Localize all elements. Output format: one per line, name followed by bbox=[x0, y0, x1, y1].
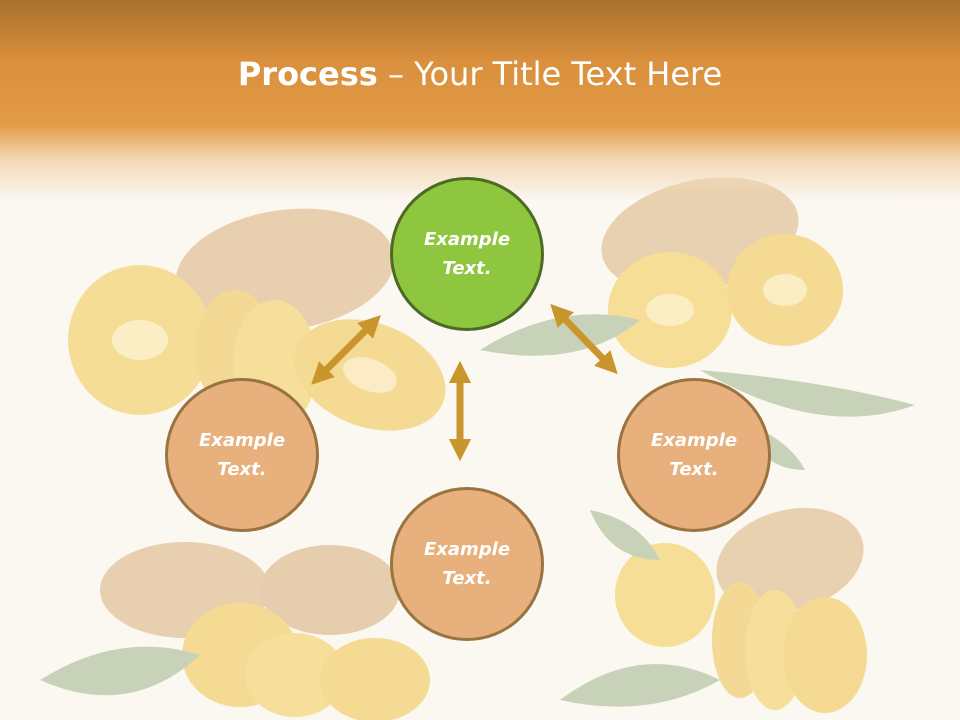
title-banner bbox=[0, 0, 960, 200]
process-node-top: Example Text. bbox=[390, 177, 544, 331]
title-rest: – Your Title Text Here bbox=[377, 55, 723, 93]
process-node-bottom: Example Text. bbox=[390, 487, 544, 641]
node-right-label: Example Text. bbox=[650, 430, 738, 480]
process-node-right: Example Text. bbox=[617, 378, 771, 532]
process-node-left: Example Text. bbox=[165, 378, 319, 532]
page-title: Process – Your Title Text Here bbox=[0, 52, 960, 96]
arrow-top-left bbox=[311, 315, 381, 385]
node-left-label: Example Text. bbox=[198, 430, 286, 480]
node-top-label: Example Text. bbox=[423, 229, 511, 279]
arrow-top-right bbox=[550, 303, 618, 375]
title-bold: Process bbox=[237, 55, 378, 93]
node-bottom-label: Example Text. bbox=[423, 539, 511, 589]
